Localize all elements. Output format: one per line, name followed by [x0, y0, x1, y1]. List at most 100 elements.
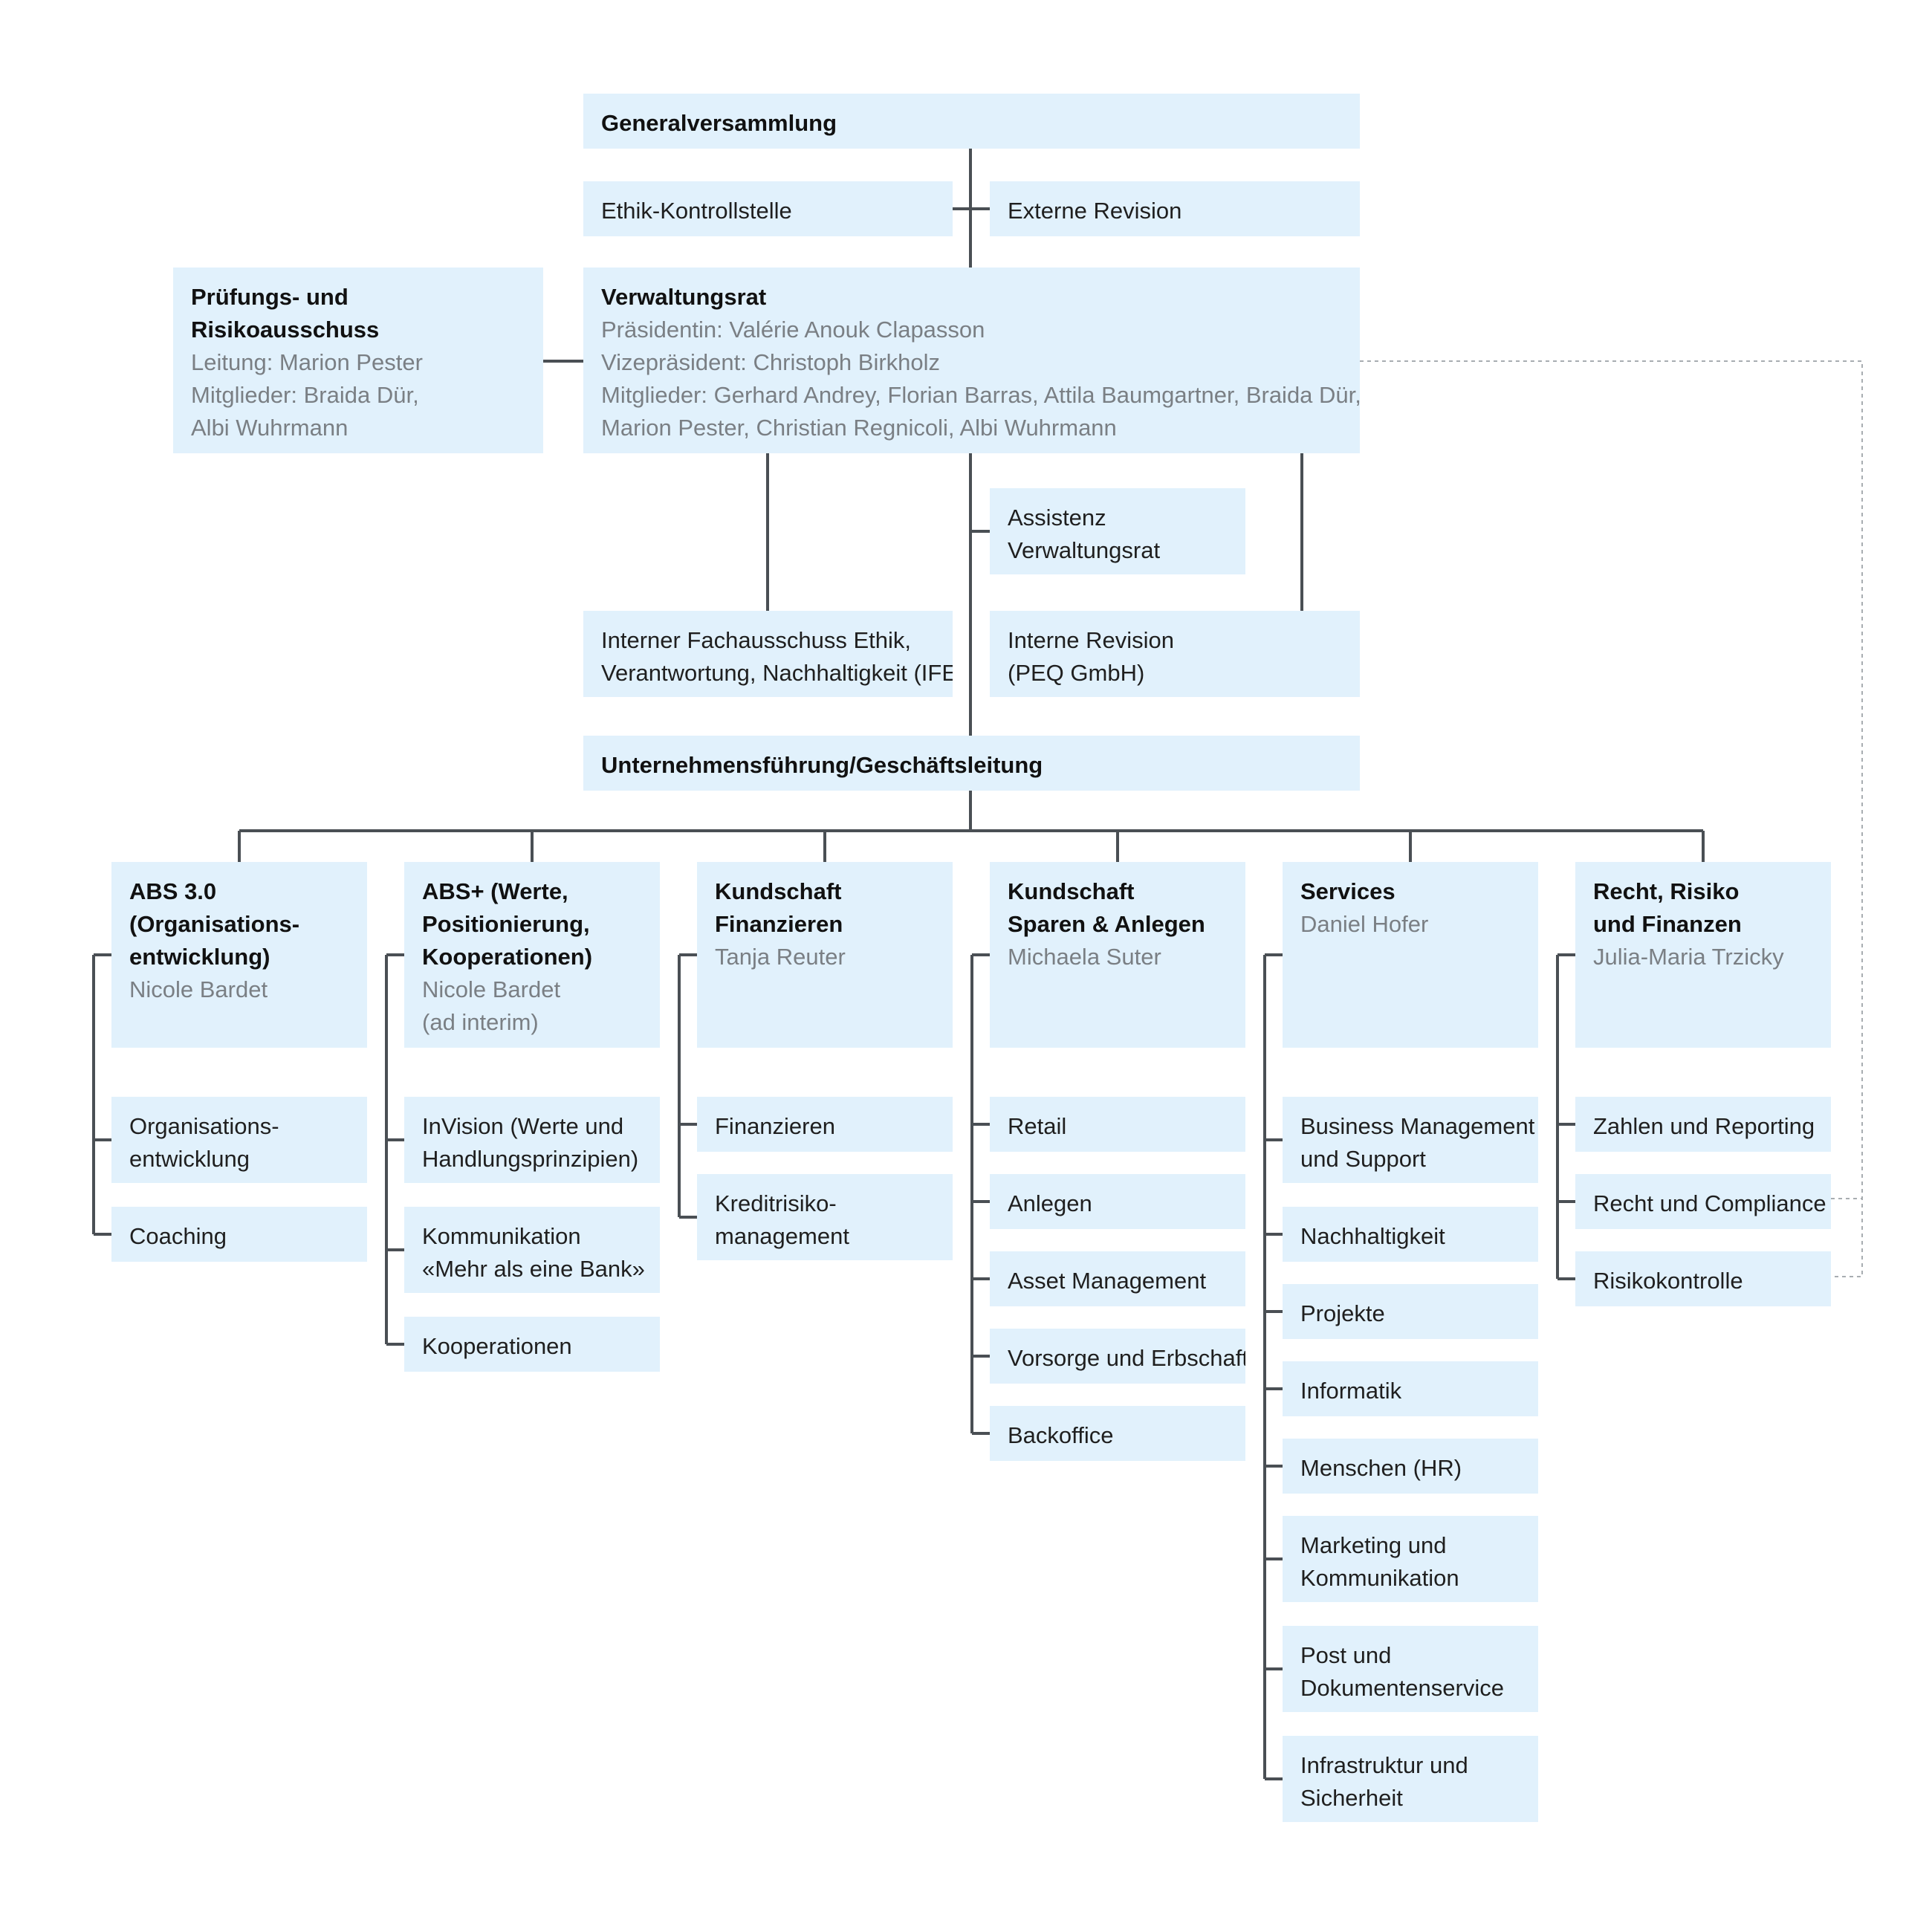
unit-label: entwicklung	[129, 1146, 250, 1172]
pruefungsausschuss-mitglieder: Albi Wuhrmann	[191, 415, 349, 441]
department-head-name: Tanja Reuter	[715, 944, 846, 970]
unit-label: Finanzieren	[715, 1113, 835, 1139]
unit-box-organisations-entwicklung: Organisations-entwicklung	[111, 1097, 367, 1183]
unit-label: Infrastruktur und	[1300, 1752, 1468, 1778]
department-head-name: Nicole Bardet	[129, 976, 268, 1002]
unit-label: InVision (Werte und	[422, 1113, 624, 1139]
unit-box-asset-management: Asset Management	[990, 1251, 1245, 1306]
department-head-name: Nicole Bardet	[422, 976, 561, 1002]
department-title: ABS 3.0	[129, 878, 217, 904]
unit-box-backoffice: Backoffice	[990, 1406, 1245, 1461]
department-head-name: Michaela Suter	[1008, 944, 1161, 970]
unit-box-vorsorge-und-erbschaft: Vorsorge und Erbschaft	[990, 1329, 1245, 1384]
unit-label: Menschen (HR)	[1300, 1455, 1462, 1481]
assistenz-label: Assistenz	[1008, 505, 1106, 531]
pruefungsausschuss-mitglieder: Mitglieder: Braida Dür,	[191, 382, 419, 408]
department-head-name: Julia-Maria Trzicky	[1593, 944, 1784, 970]
unit-label: Handlungsprinzipien)	[422, 1146, 639, 1172]
verwaltungsrat-mitglieder: Marion Pester, Christian Regnicoli, Albi…	[601, 415, 1117, 441]
unit-label: Kommunikation	[1300, 1565, 1459, 1591]
unit-box-business-management-und-support: Business Management und Support	[1283, 1097, 1538, 1183]
unit-label: und Support	[1300, 1146, 1426, 1172]
unit-label: Vorsorge und Erbschaft	[1008, 1345, 1245, 1371]
unit-label: Retail	[1008, 1113, 1067, 1139]
externe-revision-label: Externe Revision	[1008, 198, 1182, 224]
externe-revision-box: Externe Revision	[990, 181, 1360, 236]
unit-label: Recht und Compliance	[1593, 1190, 1826, 1216]
unit-label: Business Management	[1300, 1113, 1535, 1139]
unit-box-projekte: Projekte	[1283, 1284, 1538, 1339]
department-head-box: ABS 3.0 (Organisations-entwicklung) Nicole…	[111, 862, 367, 1048]
unit-label: Projekte	[1300, 1300, 1385, 1326]
unit-box-anlegen: Anlegen	[990, 1174, 1245, 1229]
unit-box-informatik: Informatik	[1283, 1361, 1538, 1416]
generalversammlung-box: Generalversammlung	[583, 94, 1360, 149]
unit-box-kreditrisiko-management: Kreditrisiko-management	[697, 1174, 953, 1260]
unit-label: Kommunikation	[422, 1223, 581, 1249]
pruefungsausschuss-title: Risikoausschuss	[191, 317, 380, 343]
unit-box-recht-und-compliance: Recht und Compliance	[1575, 1174, 1831, 1229]
unit-box-nachhaltigkeit: Nachhaltigkeit	[1283, 1207, 1538, 1262]
generalversammlung-title: Generalversammlung	[601, 110, 837, 136]
unit-label: Zahlen und Reporting	[1593, 1113, 1815, 1139]
pruefungsausschuss-box: Prüfungs- und Risikoausschuss Leitung: M…	[173, 268, 543, 453]
unit-label: Sicherheit	[1300, 1785, 1403, 1811]
geschaeftsleitung-box: Unternehmensführung/Geschäftsleitung	[583, 736, 1360, 791]
verwaltungsrat-title: Verwaltungsrat	[601, 284, 767, 310]
pruefungsausschuss-leitung: Leitung: Marion Pester	[191, 349, 423, 375]
interne-revision-label: Interne Revision	[1008, 627, 1175, 653]
department-title: Kundschaft	[1008, 878, 1135, 904]
unit-box-retail: Retail	[990, 1097, 1245, 1152]
department-title: Sparen & Anlegen	[1008, 911, 1205, 937]
unit-label: Informatik	[1300, 1378, 1402, 1404]
unit-box-zahlen-und-reporting: Zahlen und Reporting	[1575, 1097, 1831, 1152]
unit-box-menschen-hr: Menschen (HR)	[1283, 1439, 1538, 1494]
ife-box: Interner Fachausschuss Ethik, Verantwort…	[583, 611, 953, 697]
unit-label: «Mehr als eine Bank»	[422, 1256, 645, 1282]
unit-label: Dokumentenservice	[1300, 1675, 1504, 1701]
unit-label: Kooperationen	[422, 1333, 572, 1359]
unit-label: Marketing und	[1300, 1532, 1447, 1558]
ethik-kontrollstelle-label: Ethik-Kontrollstelle	[601, 198, 792, 224]
department-title: entwicklung)	[129, 944, 270, 970]
department-title: Services	[1300, 878, 1395, 904]
unit-box-risikokontrolle: Risikokontrolle	[1575, 1251, 1831, 1306]
unit-label: Asset Management	[1008, 1268, 1207, 1294]
unit-box-kommunikation-mehr-als-eine-bank: Kommunikation «Mehr als eine Bank»	[404, 1207, 660, 1293]
department-title: Recht, Risiko	[1593, 878, 1740, 904]
department-title: ABS+ (Werte,	[422, 878, 568, 904]
reporting-dashed-line	[1360, 360, 1863, 1277]
department-head-name: (ad interim)	[422, 1009, 539, 1035]
department-title: und Finanzen	[1593, 911, 1742, 937]
unit-box-finanzieren: Finanzieren	[697, 1097, 953, 1152]
pruefungsausschuss-title: Prüfungs- und	[191, 284, 349, 310]
unit-label: Kreditrisiko-	[715, 1190, 837, 1216]
department-head-box: ABS+ (Werte,Positionierung,Kooperationen…	[404, 862, 660, 1048]
unit-label: Post und	[1300, 1642, 1392, 1668]
department-head-name: Daniel Hofer	[1300, 911, 1429, 937]
interne-revision-box: Interne Revision (PEQ GmbH)	[990, 611, 1360, 697]
geschaeftsleitung-title: Unternehmensführung/Geschäftsleitung	[601, 752, 1043, 778]
department-title: Kooperationen)	[422, 944, 593, 970]
verwaltungsrat-praesidentin: Präsidentin: Valérie Anouk Clapasson	[601, 317, 985, 343]
verwaltungsrat-vizepraesident: Vizepräsident: Christoph Birkholz	[601, 349, 941, 375]
department-title: Finanzieren	[715, 911, 843, 937]
department-title: (Organisations-	[129, 911, 300, 937]
assistenz-label: Verwaltungsrat	[1008, 537, 1161, 563]
assistenz-verwaltungsrat-box: Assistenz Verwaltungsrat	[990, 488, 1245, 574]
unit-box-kooperationen: Kooperationen	[404, 1317, 660, 1372]
unit-label: Coaching	[129, 1223, 227, 1249]
unit-label: Risikokontrolle	[1593, 1268, 1743, 1294]
ethik-kontrollstelle-box: Ethik-Kontrollstelle	[583, 181, 953, 236]
unit-label: management	[715, 1223, 849, 1249]
unit-label: Organisations-	[129, 1113, 279, 1139]
